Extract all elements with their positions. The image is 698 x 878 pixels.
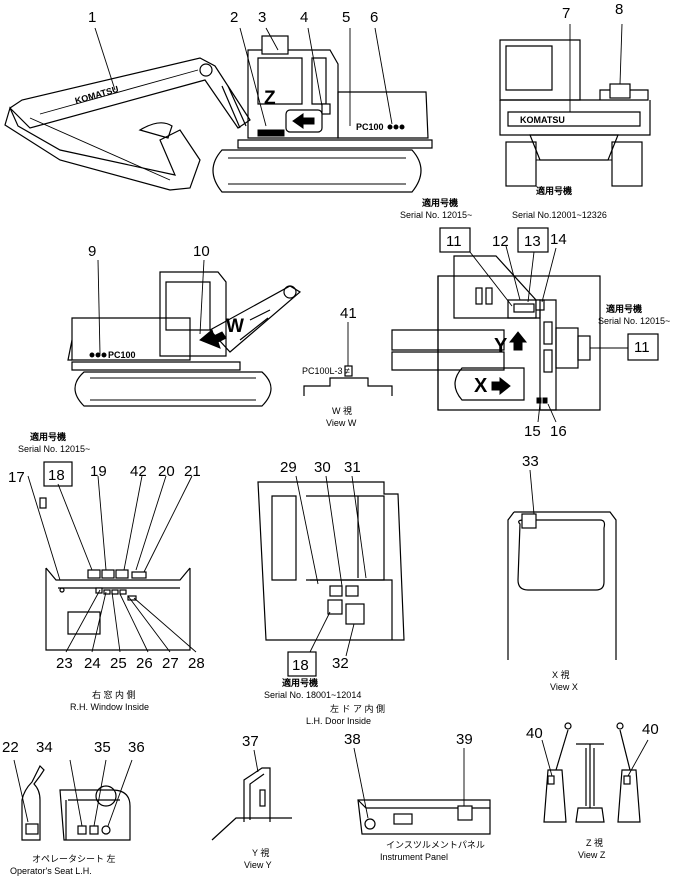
callout-16: 16: [550, 423, 567, 440]
callout-23: 23: [56, 655, 73, 672]
view-marker-z: Z: [264, 88, 276, 109]
view-z-caption: View Z: [578, 850, 606, 860]
boxed-callout-18a: 18: [48, 467, 65, 484]
operators-seat-view: 22 34 35 36 オペレータシート 左 Operator's Seat L…: [2, 739, 145, 876]
callout-27: 27: [162, 655, 179, 672]
callout-35: 35: [94, 739, 111, 756]
callout-7: 7: [562, 5, 570, 22]
rh-window-inside-view: 適用号機 Serial No. 12015~ 18 17 19 42: [8, 431, 205, 712]
callout-20: 20: [158, 463, 175, 480]
serial-jp-4: 適用号機: [30, 431, 66, 442]
boxed-callout-13: 13: [524, 233, 541, 250]
excavator-left-view: W PC100 9 10: [67, 243, 302, 407]
view-x-jp: X 視: [552, 669, 570, 680]
callout-2: 2: [230, 9, 238, 26]
callout-22: 22: [2, 739, 19, 756]
serial-1: Serial No. 12015~: [400, 210, 472, 220]
callout-19: 19: [90, 463, 107, 480]
callout-14: 14: [550, 231, 567, 248]
serial-jp-3: 適用号機: [606, 303, 642, 314]
excavator-side-view: Z PC100 KOMATSU 1 2 3 4 5 6: [4, 9, 433, 193]
callout-12: 12: [492, 233, 509, 250]
callout-28: 28: [188, 655, 205, 672]
callout-3: 3: [258, 9, 266, 26]
view-z: 40 40 Z 視 View Z: [526, 721, 659, 860]
serial-jp-2: 適用号機: [536, 185, 572, 196]
serial-jp-1: 適用号機: [422, 197, 458, 208]
cab-side-brand: PC100: [356, 122, 384, 132]
callout-32: 32: [332, 655, 349, 672]
rear-brand: KOMATSU: [520, 115, 565, 125]
callout-40b: 40: [642, 721, 659, 738]
serial-4: Serial No. 12015~: [18, 444, 90, 454]
plate-41-text: PC100L-3 ≠: [302, 366, 350, 376]
callout-4: 4: [300, 9, 308, 26]
panel-jp: インスツルメントパネル: [386, 840, 485, 850]
boxed-callout-18b: 18: [292, 657, 309, 674]
callout-33: 33: [522, 453, 539, 470]
serial-jp-5: 適用号機: [282, 677, 318, 688]
excavator-top-view: X Y 11 13 11 12 14 15 16 適用号機 Serial No.…: [391, 227, 670, 440]
boom-brand: KOMATSU: [74, 84, 120, 106]
rh-window-jp: 右 窓 内 側: [92, 689, 136, 700]
callout-5: 5: [342, 9, 350, 26]
callout-1: 1: [88, 9, 96, 26]
serial-5: Serial No. 18001~12014: [264, 690, 361, 700]
panel-caption: Instrument Panel: [380, 852, 448, 862]
callout-39: 39: [456, 731, 473, 748]
view-w-caption: View W: [326, 418, 357, 428]
seat-jp: オペレータシート 左: [32, 853, 116, 864]
boxed-callout-11a: 11: [446, 233, 462, 250]
view-w-jp: W 視: [332, 405, 352, 416]
callout-6: 6: [370, 9, 378, 26]
view-marker-x: X: [474, 375, 488, 397]
callout-8: 8: [615, 1, 623, 18]
callout-31: 31: [344, 459, 361, 476]
callout-25: 25: [110, 655, 127, 672]
view-marker-y: Y: [494, 335, 508, 357]
callout-15: 15: [524, 423, 541, 440]
counterweight-brand: PC100: [108, 350, 136, 360]
instrument-panel-view: 38 39 インスツルメントパネル Instrument Panel: [344, 731, 491, 862]
callout-24: 24: [84, 655, 101, 672]
callout-41: 41: [340, 305, 357, 322]
rh-window-caption: R.H. Window Inside: [70, 702, 149, 712]
view-z-jp: Z 視: [586, 837, 603, 848]
lh-door-jp: 左 ド ア 内 側: [330, 703, 385, 714]
seat-caption: Operator's Seat L.H.: [10, 866, 92, 876]
callout-9: 9: [88, 243, 96, 260]
view-y-caption: View Y: [244, 860, 272, 870]
callout-26: 26: [136, 655, 153, 672]
callout-36: 36: [128, 739, 145, 756]
callout-40a: 40: [526, 725, 543, 742]
serial-3: Serial No. 12015~: [598, 316, 670, 326]
view-y: 37 Y 視 View Y: [211, 733, 292, 870]
lh-door-inside-view: 29 30 31 18 32 適用号機 Serial No. 18001~120…: [257, 459, 405, 726]
view-w-plate: PC100L-3 ≠ 41 W 視 View W: [302, 305, 393, 428]
callout-38: 38: [344, 731, 361, 748]
lh-door-caption: L.H. Door Inside: [306, 716, 371, 726]
excavator-rear-view: KOMATSU 7 8: [499, 1, 651, 187]
callout-34: 34: [36, 739, 53, 756]
boxed-callout-11b: 11: [634, 339, 650, 356]
view-y-jp: Y 視: [252, 847, 269, 858]
callout-10: 10: [193, 243, 210, 260]
callout-37: 37: [242, 733, 259, 750]
callout-30: 30: [314, 459, 331, 476]
view-x: 33 X 視 View X: [507, 453, 617, 692]
serial-2: Serial No.12001~12326: [512, 210, 607, 220]
callout-42: 42: [130, 463, 147, 480]
callout-29: 29: [280, 459, 297, 476]
callout-17: 17: [8, 469, 25, 486]
view-x-caption: View X: [550, 682, 578, 692]
callout-21: 21: [184, 463, 201, 480]
view-marker-w: W: [226, 316, 244, 337]
